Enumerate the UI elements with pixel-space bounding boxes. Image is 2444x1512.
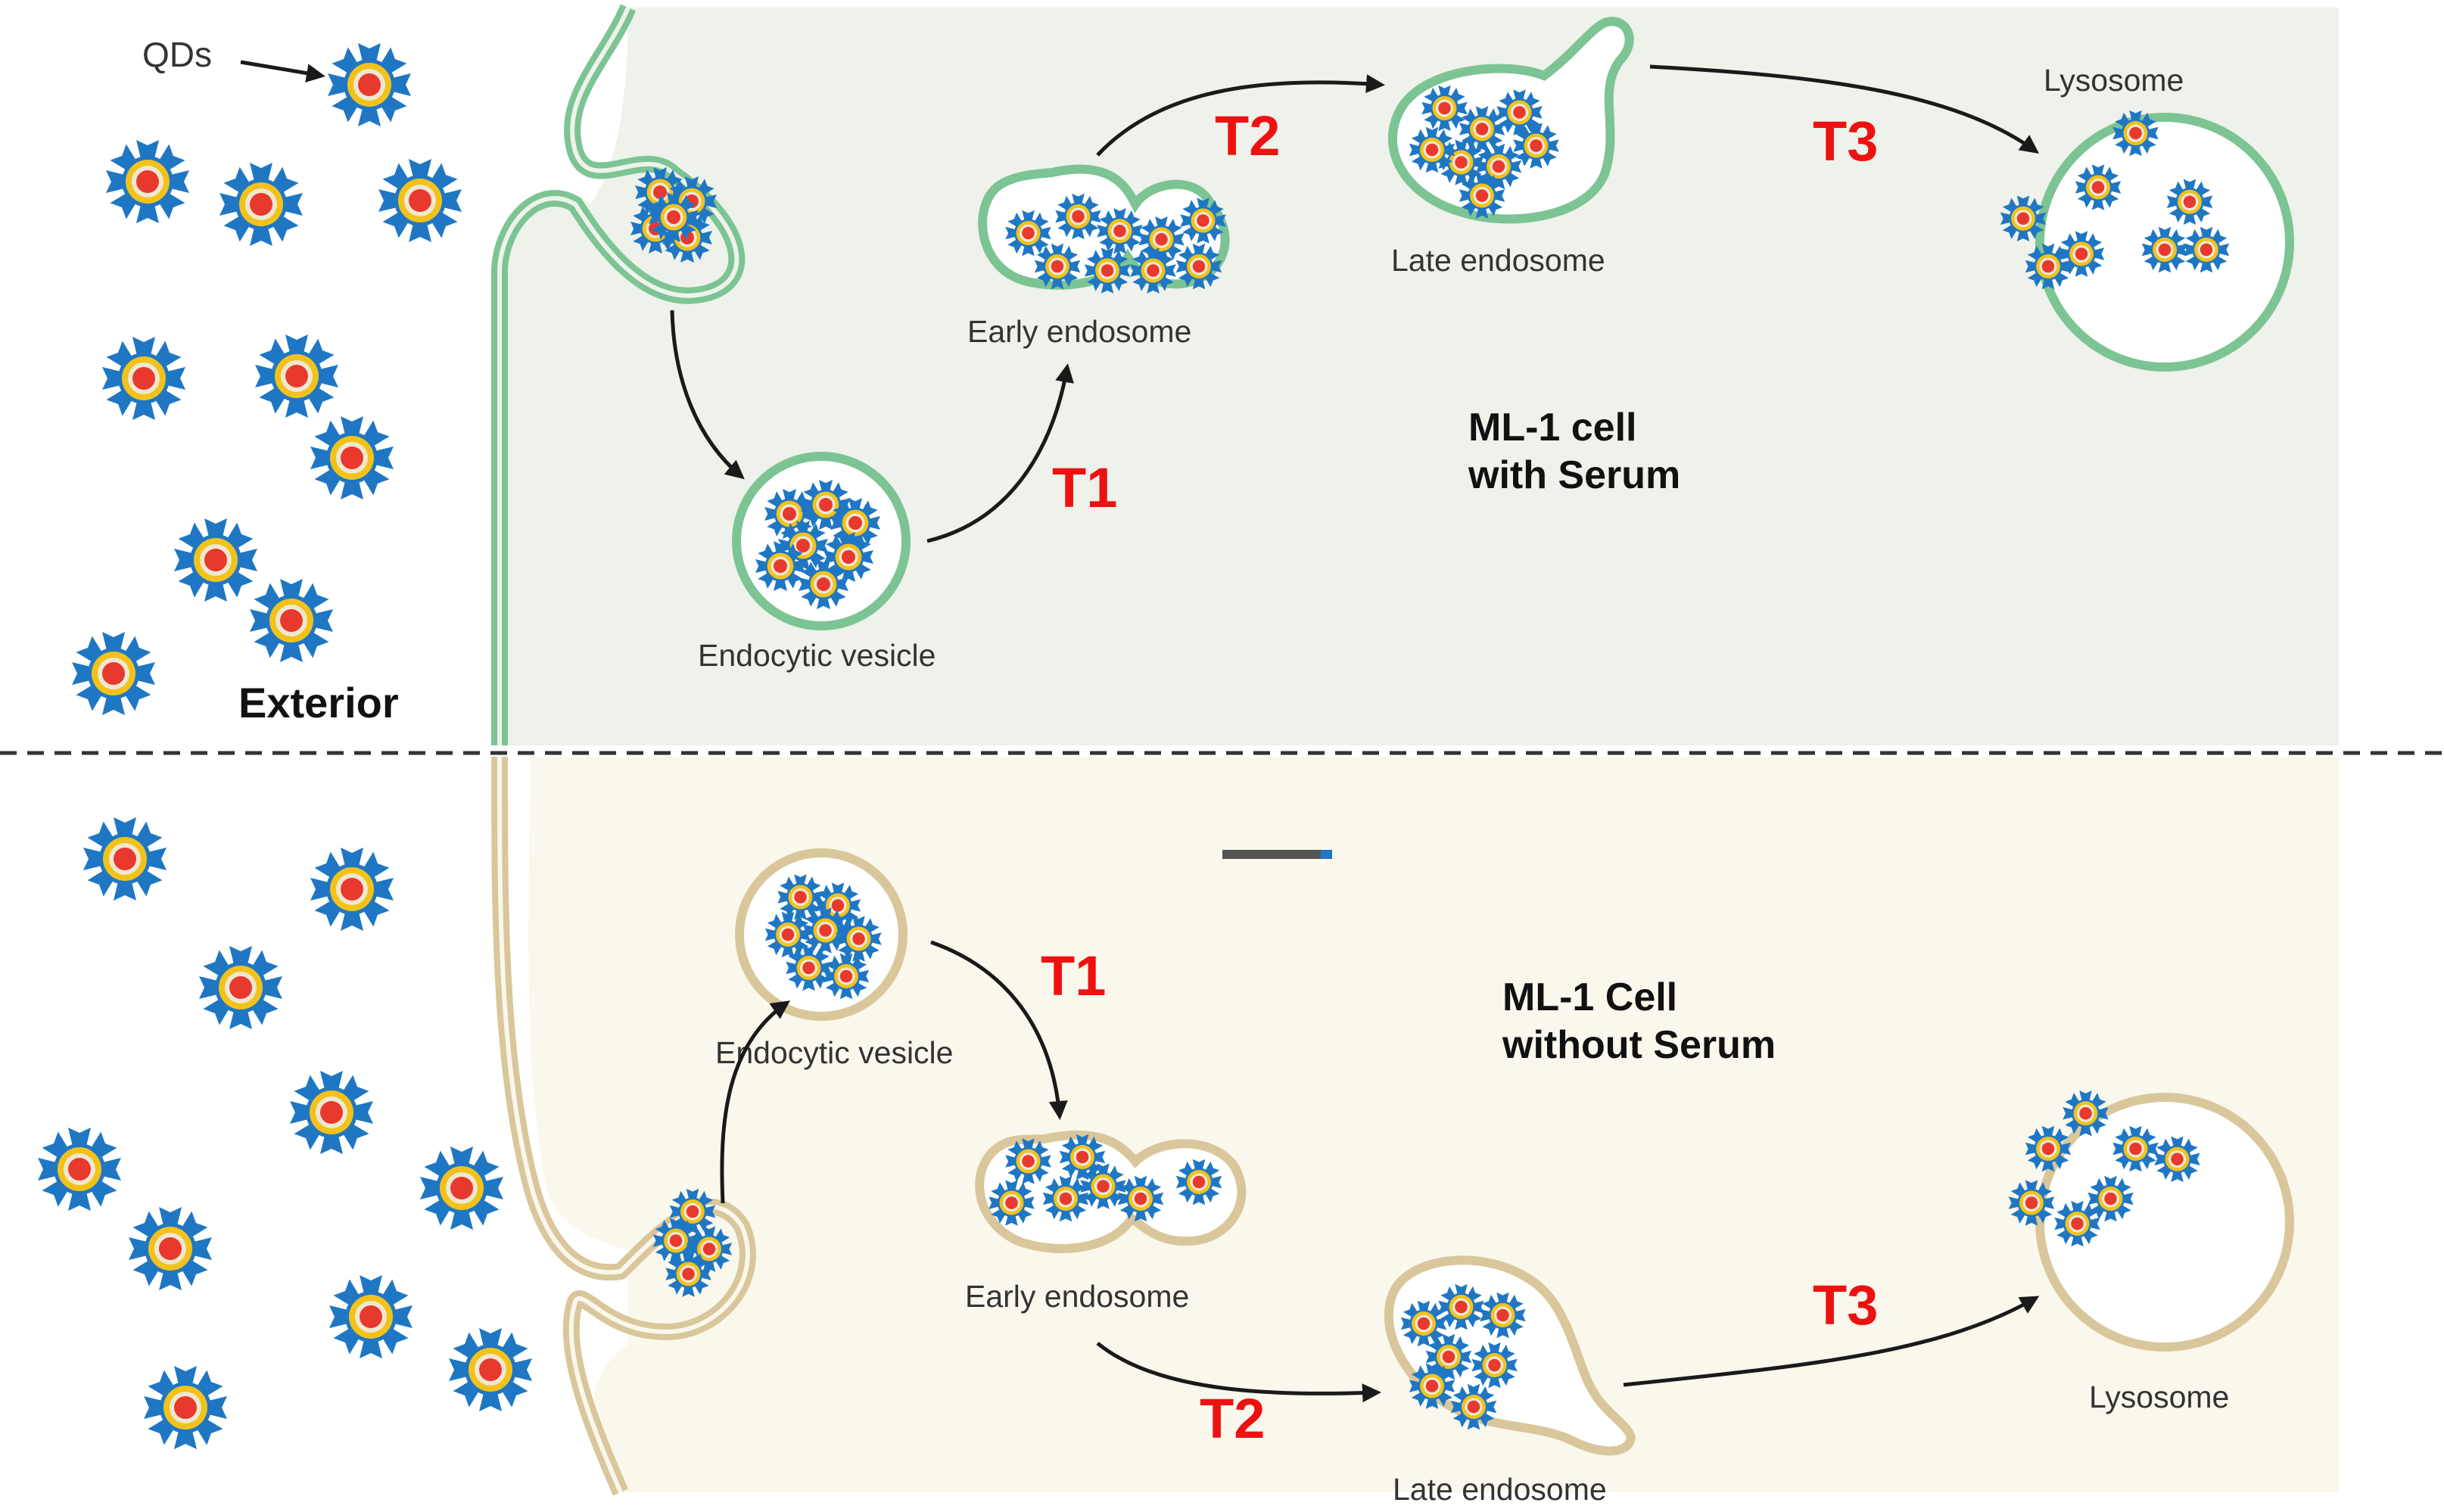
bottom-step-t3: T3 — [1813, 1274, 1878, 1336]
top-arrow-t3 — [1649, 64, 2040, 154]
scale-bar-marker — [1222, 850, 1332, 859]
top-budding-qd-cluster — [630, 167, 717, 263]
bottom-cell-membrane-inner — [497, 756, 750, 1494]
exterior-label: Exterior — [238, 679, 399, 726]
top-early-endosome-label: Early endosome — [967, 314, 1191, 349]
top-condition-line1: ML-1 cell — [1468, 406, 1637, 450]
top-step-t2: T2 — [1215, 104, 1280, 167]
top-arrow-t2 — [1096, 74, 1385, 157]
top-cell-cytoplasm — [500, 8, 2339, 745]
top-condition-line2: with Serum — [1468, 453, 1680, 497]
bottom-late-endosome-label: Late endosome — [1393, 1472, 1607, 1507]
qds-label: QDs — [142, 35, 212, 74]
top-step-t3: T3 — [1813, 110, 1878, 173]
bottom-lysosome-label: Lysosome — [2089, 1380, 2229, 1414]
top-step-t1: T1 — [1052, 456, 1117, 519]
bottom-endocytic-vesicle-label: Endocytic vesicle — [715, 1035, 953, 1070]
bottom-arrow-bud-to-vesicle — [720, 1000, 791, 1204]
bottom-step-t2: T2 — [1200, 1387, 1265, 1450]
top-endocytic-vesicle-label: Endocytic vesicle — [698, 638, 936, 673]
bottom-cell-cytoplasm-edge — [528, 757, 651, 1492]
top-arrow-t1 — [926, 363, 1074, 543]
top-lysosome-label: Lysosome — [2044, 63, 2184, 98]
scale-bar-marker-accent — [1321, 850, 1332, 859]
bottom-condition-line2: without Serum — [1502, 1023, 1776, 1067]
exterior-qds-bottom — [38, 817, 532, 1449]
exterior-qds-top — [72, 43, 462, 715]
bottom-step-t1: T1 — [1041, 944, 1106, 1007]
top-cell-membrane-inner — [497, 6, 739, 745]
bottom-arrow-t2 — [1096, 1342, 1381, 1403]
bottom-arrow-t1 — [930, 940, 1068, 1120]
qds-pointer-arrow — [240, 60, 325, 83]
bottom-lysosome — [2035, 1093, 2294, 1352]
bottom-condition-line1: ML-1 Cell — [1502, 975, 1677, 1019]
bottom-arrow-t3 — [1623, 1296, 2040, 1387]
top-late-endosome-label: Late endosome — [1391, 243, 1605, 278]
bottom-early-endosome-label: Early endosome — [965, 1279, 1189, 1314]
top-arrow-bud-to-vesicle — [670, 310, 745, 480]
